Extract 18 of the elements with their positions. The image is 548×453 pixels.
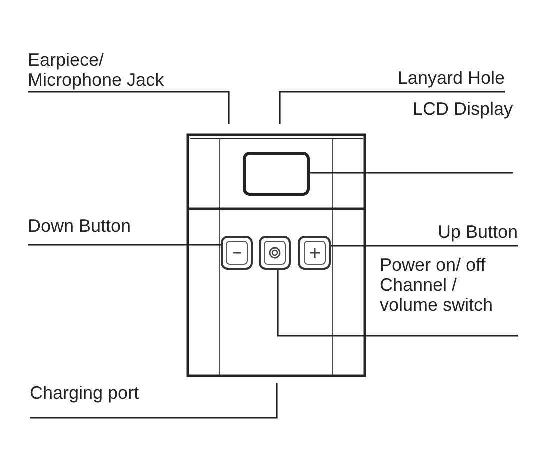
leader-line (28, 244, 221, 246)
callout-label: LCD Display (390, 99, 513, 173)
callout-label: Up Button (395, 222, 518, 246)
callout-label: Lanyard Hole (365, 68, 505, 92)
callout-label: Earpiece/ Microphone Jack (28, 50, 203, 92)
lcd-screen (243, 152, 310, 196)
minus-button (221, 236, 253, 270)
callout-label: Power on/ off Channel / volume switch (380, 255, 518, 336)
leader-line (331, 245, 518, 247)
leader-line (28, 91, 230, 124)
callout-label: Charging port (30, 383, 170, 418)
plus-button (298, 236, 331, 270)
callout-label: Down Button (28, 216, 178, 245)
power-button (259, 236, 291, 270)
leader-line (279, 91, 505, 124)
leader-line (30, 383, 278, 419)
leader-line (277, 270, 518, 337)
leader-line (310, 172, 513, 174)
